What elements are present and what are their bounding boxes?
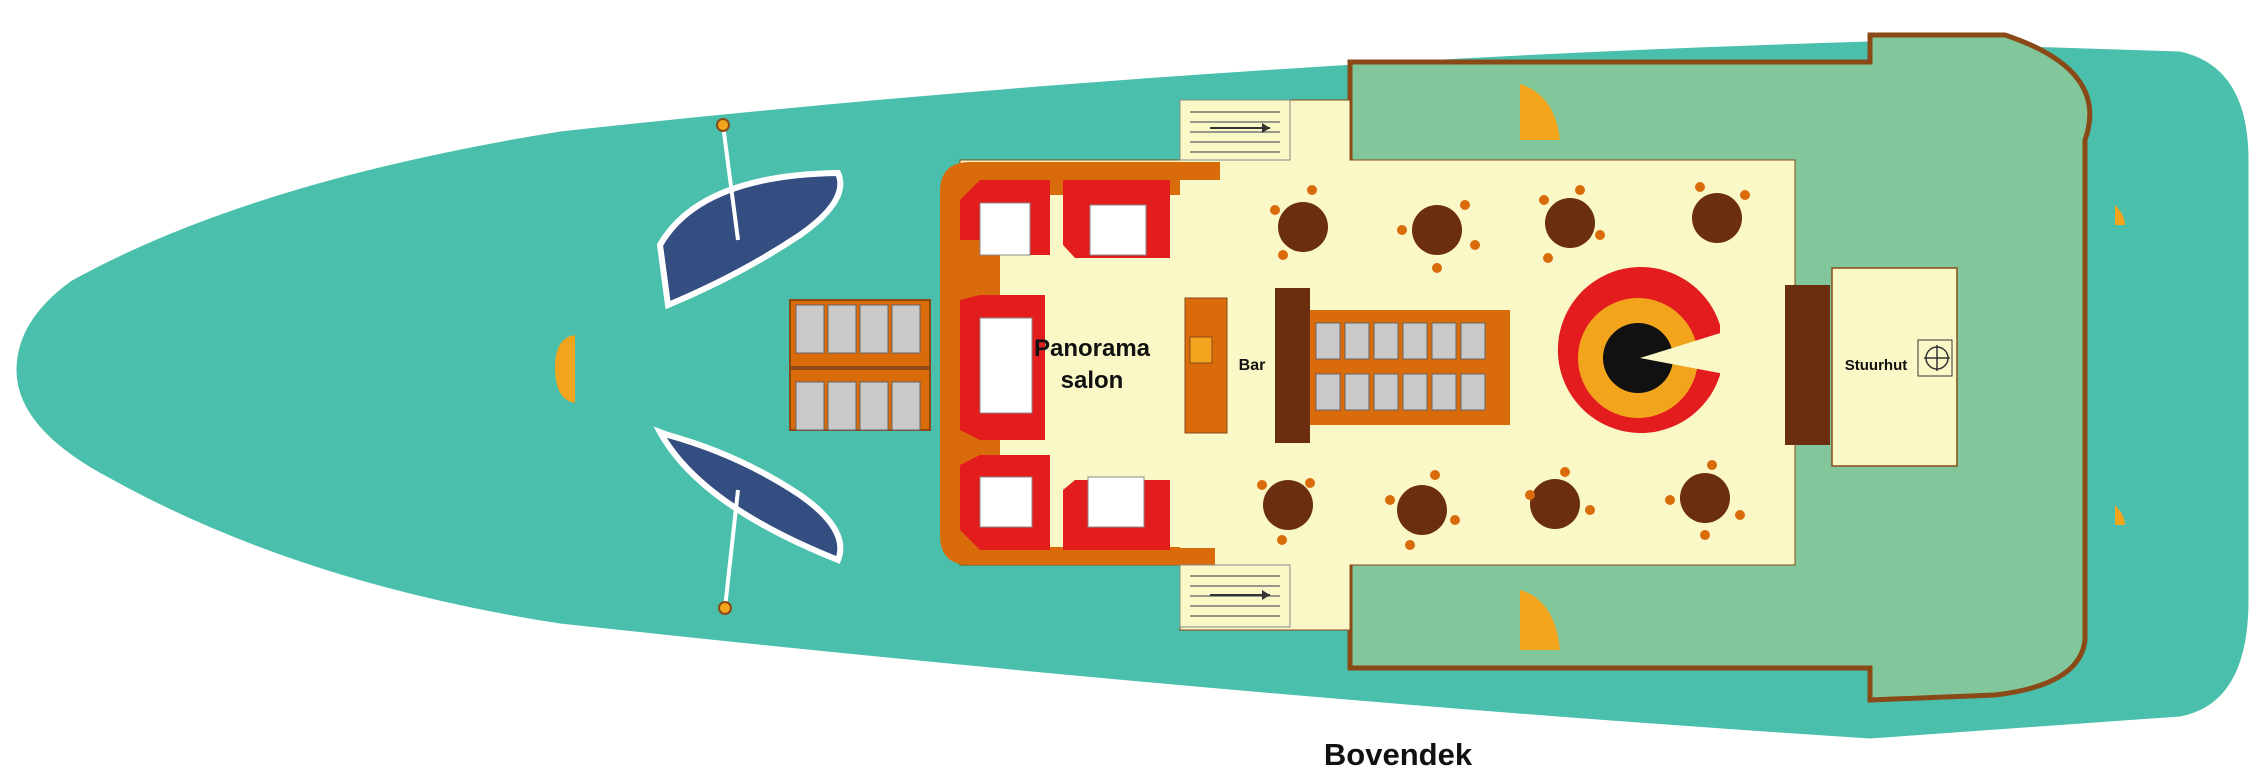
round-table-icon: [1680, 473, 1730, 523]
stove-icon: [1557, 267, 1730, 434]
round-table-icon: [1412, 205, 1462, 255]
dark-wood-bench-left: [1275, 288, 1310, 443]
lifeboat-icon: [653, 426, 844, 564]
lifeboat-top: [656, 118, 844, 310]
storage-crates: [789, 299, 931, 431]
lamp-icon: [2115, 505, 2125, 525]
lamp-icon: [2115, 205, 2125, 225]
stairs-bottom: [1179, 564, 1291, 628]
salon-tables: [979, 202, 1147, 528]
round-table-icon: [1545, 198, 1595, 248]
round-table-icon: [1692, 193, 1742, 243]
round-table-icon: [1278, 202, 1328, 252]
stairs-top: [1179, 99, 1291, 161]
wheelhouse-label: Stuurhut: [1845, 357, 1907, 374]
bar-sink: [1189, 336, 1213, 364]
wheelhouse: [1831, 267, 1958, 467]
salon-label-line1: Panorama: [1034, 335, 1151, 362]
salon-label-line2: salon: [1061, 367, 1124, 394]
bar-label: Bar: [1239, 357, 1266, 374]
steering-wheel-icon: [1924, 345, 1950, 371]
lamp-icon: [1520, 84, 1560, 140]
stairs-icon: [1179, 99, 1291, 161]
lifeboat-bottom: [653, 426, 844, 615]
round-table-icon: [1397, 485, 1447, 535]
bar-counter: [1184, 297, 1228, 434]
dark-wood-bench-right: [1785, 285, 1830, 445]
lamp-icon: [1520, 590, 1560, 650]
console: [1917, 339, 1953, 377]
round-table-icon: [1530, 479, 1580, 529]
deck-title: Bovendek: [1324, 737, 1473, 772]
lifeboat-icon: [656, 169, 844, 310]
chair-icon: [1315, 322, 1486, 411]
round-tables-bottom: [1263, 473, 1730, 535]
round-table-icon: [1263, 480, 1313, 530]
stools: [1257, 182, 1750, 550]
round-tables-top: [1278, 193, 1742, 255]
lamp-icon: [555, 335, 575, 403]
